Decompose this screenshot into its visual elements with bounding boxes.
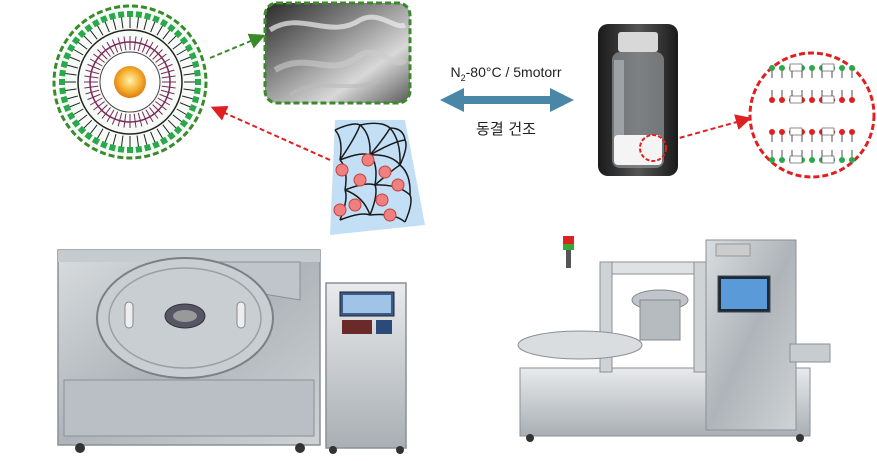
liposome-cross-section <box>52 4 208 160</box>
zoom-arrow-green <box>209 33 266 59</box>
zoom-arrow-red-left <box>210 105 331 161</box>
vial-filling-machine <box>517 236 831 442</box>
sem-micrograph <box>263 1 412 105</box>
double-arrow-icon <box>440 88 574 112</box>
lipid-bilayer-zoom <box>748 51 876 179</box>
polymer-network-illustration <box>330 120 425 235</box>
zoom-arrow-red-right <box>671 114 752 141</box>
vial-photo <box>598 24 678 176</box>
process-condition-label: N2-80°C / 5motorr <box>450 64 562 83</box>
freeze-dryer-machine <box>57 249 407 454</box>
process-method-label: 동결 건조 <box>476 120 536 138</box>
